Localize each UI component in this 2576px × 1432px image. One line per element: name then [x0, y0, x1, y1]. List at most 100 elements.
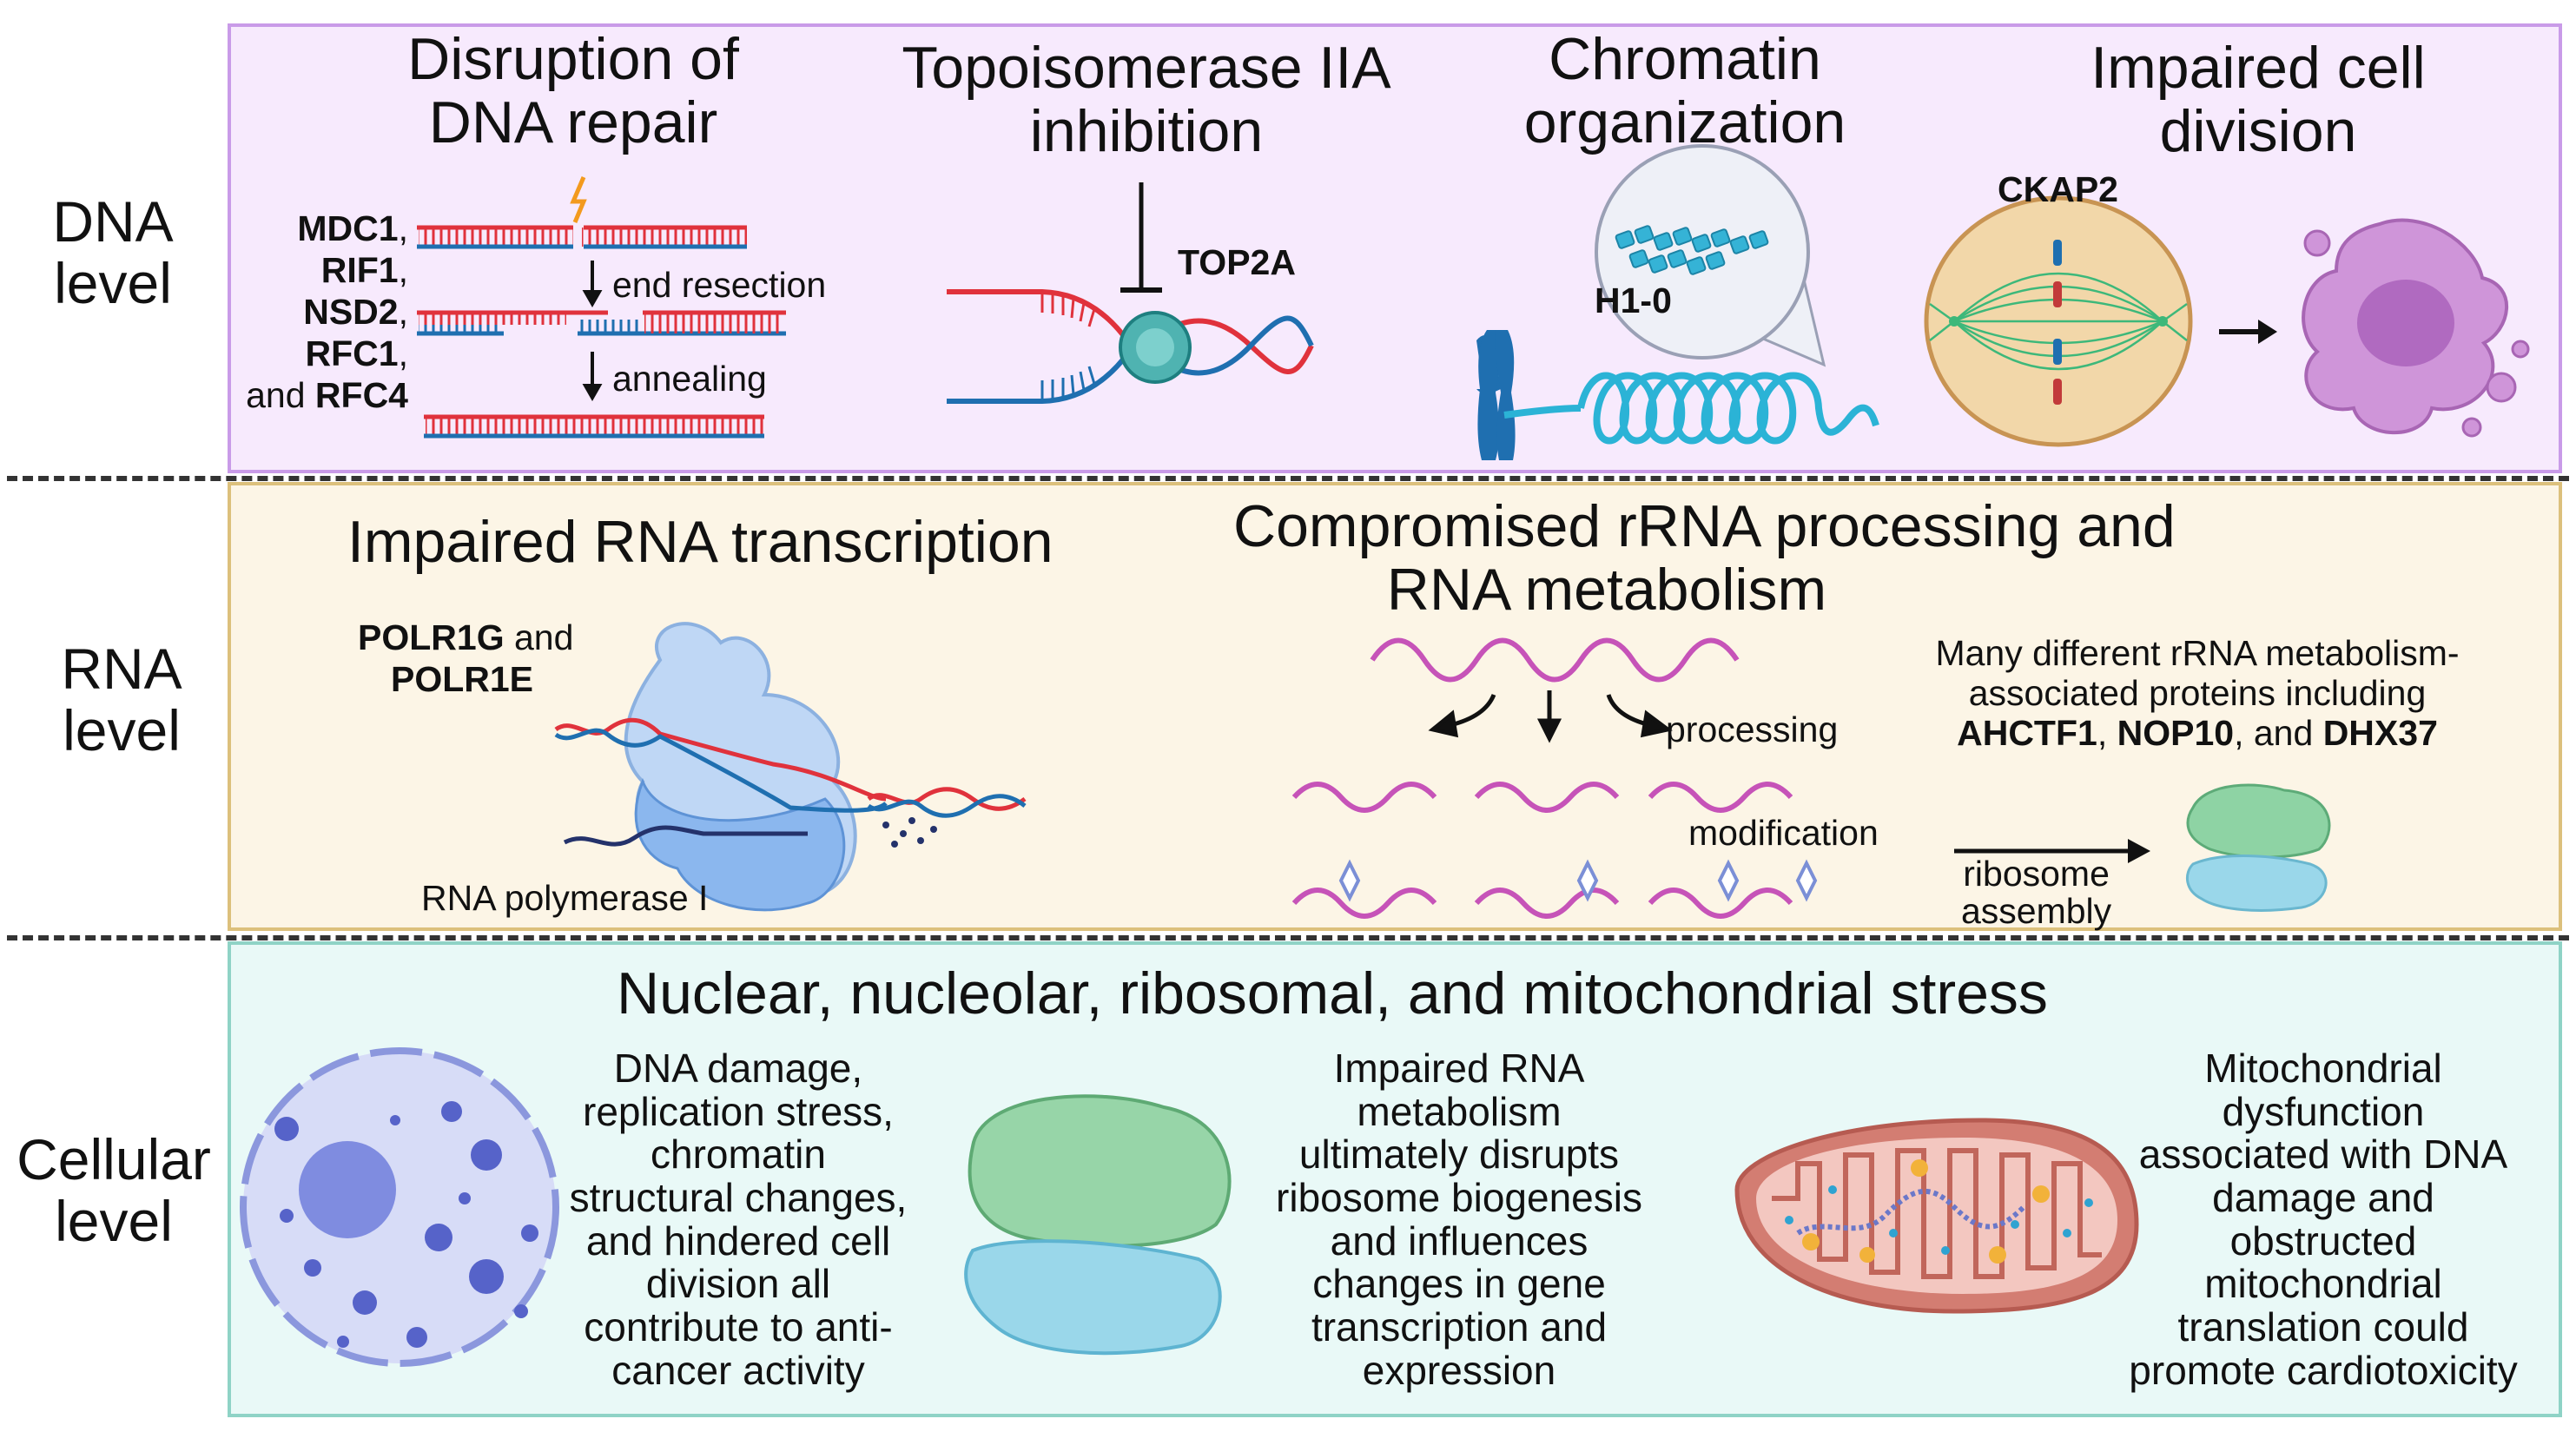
text-line: associated with DNA	[2138, 1132, 2508, 1178]
title-line: RNA metabolism	[1386, 556, 1827, 623]
level-label-line: level	[63, 698, 181, 763]
text-line: chromatin	[651, 1132, 826, 1178]
text-line: structural changes,	[569, 1175, 908, 1221]
gene-top2a: TOP2A	[1178, 242, 1296, 282]
title-line: Impaired cell	[2091, 35, 2426, 101]
text-line: DNA damage,	[613, 1046, 863, 1091]
gene-rfc1: RFC1	[305, 333, 399, 373]
protein-nop10: NOP10	[2117, 712, 2235, 753]
text-line: and influences	[1330, 1218, 1589, 1264]
text-line: ribosome biogenesis	[1276, 1175, 1642, 1221]
protein-dhx37: DHX37	[2322, 712, 2438, 753]
step-line: ribosome	[1963, 854, 2110, 894]
rna-transcription-title: Impaired RNA transcription	[347, 509, 1054, 575]
repair-step-arrows	[582, 261, 603, 402]
rna-level-label: RNA level	[17, 637, 226, 763]
cellular-level-panel	[228, 941, 2562, 1417]
dna-annealed-strand	[424, 414, 764, 439]
text-line: Mitochondrial	[2204, 1046, 2442, 1091]
text-line: changes in gene	[1312, 1261, 1606, 1307]
text-line: division all	[645, 1261, 831, 1307]
cell-division-title: Impaired cell division	[2015, 36, 2501, 163]
gene-polr1g: POLR1G	[358, 617, 505, 657]
dna-level-label: DNA level	[17, 189, 208, 315]
histone-h1-icon	[1615, 225, 1769, 275]
rna-polymerase-icon	[624, 622, 857, 912]
apoptotic-cell-icon	[2302, 218, 2530, 438]
assembly-arrow-icon	[1954, 839, 2150, 863]
text-line: metabolism	[1357, 1088, 1562, 1134]
text-line: ultimately disrupts	[1298, 1132, 1620, 1178]
level-label-line: RNA	[61, 637, 182, 701]
and-word: and	[514, 617, 574, 657]
text-line: and hindered cell	[585, 1218, 891, 1264]
gene-rfc4: RFC4	[314, 374, 408, 415]
dna-template-icon	[554, 717, 1027, 818]
cellular-stress-title: Nuclear, nucleolar, ribosomal, and mitoc…	[617, 960, 2048, 1026]
zoom-bubble	[1595, 144, 1810, 360]
mitochondrion-icon	[1734, 1118, 2139, 1314]
rrna-protein-list: Many different rRNA metabolism- associat…	[1928, 633, 2467, 754]
protein-ahctf1: AHCTF1	[1957, 712, 2097, 753]
step-ribosome-assembly: ribosome assembly	[1961, 855, 2111, 930]
cellular-text-mitochondrial: Mitochondrial dysfunction associated wit…	[2093, 1046, 2553, 1393]
step-line: assembly	[1961, 891, 2112, 932]
step-processing: processing	[1666, 709, 1839, 749]
title-line: Topoisomerase IIA	[902, 35, 1391, 101]
processing-arrows	[1428, 690, 1673, 743]
rna-transcript-icon	[563, 825, 808, 847]
repair-gene-list: MDC1, RIF1, NSD2, RFC1, and RFC4	[246, 208, 408, 415]
and-word: and	[2253, 712, 2314, 753]
polymerase-gene-list: POLR1G and POLR1E	[358, 617, 573, 701]
level-label-line: level	[55, 1189, 173, 1254]
gene-ckap2: CKAP2	[1998, 169, 2118, 209]
protein-intro-line: associated proteins including	[1968, 672, 2427, 713]
chromatin-fiber-icon	[1503, 372, 1879, 445]
mitotic-cell-icon	[1924, 195, 2193, 447]
title-line: Disruption of	[407, 26, 739, 92]
dna-resected-strand	[417, 310, 786, 336]
nucleotides-icon	[882, 817, 937, 848]
step-modification: modification	[1688, 813, 1879, 853]
ribosome-icon	[2185, 783, 2331, 912]
cellular-text-rna-metabolism: Impaired RNA metabolism ultimately disru…	[1251, 1046, 1668, 1393]
divider-rna-cellular	[7, 935, 2569, 940]
dna-break-strand	[417, 176, 747, 249]
replication-fork-icon	[947, 289, 1314, 404]
protein-intro-line: Many different rRNA metabolism-	[1935, 633, 2460, 673]
mature-rrna-icons	[1291, 782, 1793, 919]
arrow-icon	[2219, 320, 2277, 344]
text-line: obstructed	[2229, 1218, 2417, 1264]
rna-polymerase-label: RNA polymerase I	[421, 878, 709, 918]
title-line: division	[2159, 97, 2357, 164]
text-line: transcription and	[1311, 1304, 1608, 1350]
gene-rif1: RIF1	[320, 249, 399, 290]
topoisomerase-enzyme-icon	[1119, 311, 1192, 384]
text-line: translation could	[2177, 1304, 2469, 1350]
text-line: damage and	[2212, 1175, 2434, 1221]
text-line: Impaired RNA	[1333, 1046, 1585, 1091]
gene-mdc1: MDC1	[297, 208, 399, 248]
cellular-text-dna-damage: DNA damage, replication stress, chromati…	[556, 1046, 921, 1393]
inhibition-bar-icon	[1120, 182, 1162, 293]
text-line: cancer activity	[611, 1347, 865, 1393]
text-line: dysfunction	[2222, 1088, 2425, 1134]
dna-repair-title: Disruption of DNA repair	[373, 28, 773, 155]
nucleus-icon	[240, 1047, 559, 1367]
lightning-icon	[570, 176, 587, 223]
and-word: and	[246, 374, 306, 415]
step-annealing: annealing	[612, 359, 767, 399]
divider-dna-rna	[7, 476, 2569, 481]
text-line: promote cardiotoxicity	[2129, 1347, 2518, 1393]
step-end-resection: end resection	[612, 265, 827, 305]
precursor-rrna-icon	[1370, 637, 1740, 683]
cellular-level-label: Cellular level	[0, 1128, 228, 1254]
level-label-line: DNA	[52, 189, 174, 254]
text-line: expression	[1362, 1347, 1556, 1393]
